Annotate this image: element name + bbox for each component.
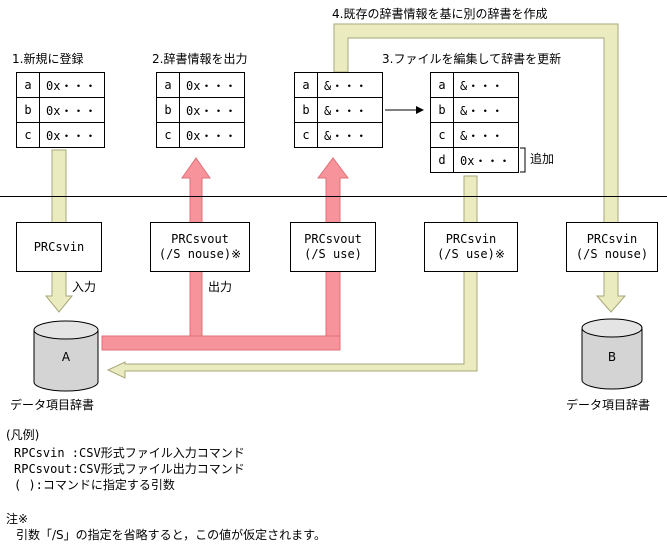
- command-option: (/S use): [304, 247, 362, 261]
- legend-line: RPCsvin :CSV形式ファイル入力コマンド: [14, 446, 245, 460]
- table-row: c&・・・: [430, 122, 519, 148]
- dictionary-b-cylinder: [581, 318, 643, 390]
- table-step3-before: a&・・・ b&・・・ c&・・・: [294, 72, 383, 148]
- edit-arrow-head: [416, 106, 424, 114]
- legend-title: (凡例): [6, 428, 40, 442]
- step3-title: 3.ファイルを編集して辞書を更新: [382, 52, 562, 66]
- dictionary-b-caption: データ項目辞書: [566, 398, 651, 412]
- command-option: (/S nouse): [575, 247, 649, 261]
- input-arrow-4: [333, 23, 627, 313]
- input-arrow-3: [106, 175, 478, 379]
- command-name: PRCsvout: [171, 232, 229, 246]
- command-box-prcsvin-use: PRCsvin (/S use)※: [424, 222, 518, 272]
- dictionary-a-letter: A: [61, 350, 71, 364]
- step1-title: 1.新規に登録: [12, 52, 84, 66]
- table-row: c&・・・: [294, 122, 383, 148]
- command-box-prcsvin-1: PRCsvin: [16, 222, 102, 272]
- table-row: a&・・・: [430, 72, 519, 98]
- legend-line: ( ):コマンドに指定する引数: [14, 478, 175, 492]
- dictionary-a-cylinder: [33, 320, 99, 392]
- command-name: PRCsvin: [586, 232, 638, 246]
- command-box-prcsvin-nouse: PRCsvin (/S nouse): [566, 222, 658, 272]
- input-label: 入力: [72, 280, 97, 294]
- step4-title: 4.既存の辞書情報を基に別の辞書を作成: [332, 7, 548, 21]
- table-row: b&・・・: [430, 97, 519, 123]
- command-box-prcsvout-use: PRCsvout (/S use): [290, 222, 376, 272]
- added-label: 追加: [530, 152, 555, 166]
- table-row: b&・・・: [294, 97, 383, 123]
- command-name: PRCsvin: [445, 232, 497, 246]
- command-box-prcsvout-nouse: PRCsvout (/S nouse)※: [150, 222, 250, 272]
- dictionary-b-letter: B: [607, 350, 617, 364]
- added-bracket: [520, 147, 526, 173]
- step2-title: 2.辞書情報を出力: [152, 52, 248, 66]
- table-row: a&・・・: [294, 72, 383, 98]
- command-option: (/S nouse)※: [158, 247, 242, 261]
- dictionary-a-caption: データ項目辞書: [10, 398, 95, 412]
- divider-line: [0, 196, 667, 197]
- legend-line: RPCsvout:CSV形式ファイル出力コマンド: [14, 462, 245, 476]
- command-name: PRCsvin: [33, 239, 85, 254]
- output-flow-bar: [101, 335, 341, 351]
- command-option: (/S use)※: [437, 247, 505, 261]
- note-title: 注※: [6, 512, 29, 526]
- output-label: 出力: [208, 280, 233, 294]
- note-text: 引数「/S」の指定を省略すると，この値が仮定されます。: [16, 528, 326, 542]
- command-name: PRCsvout: [304, 232, 362, 246]
